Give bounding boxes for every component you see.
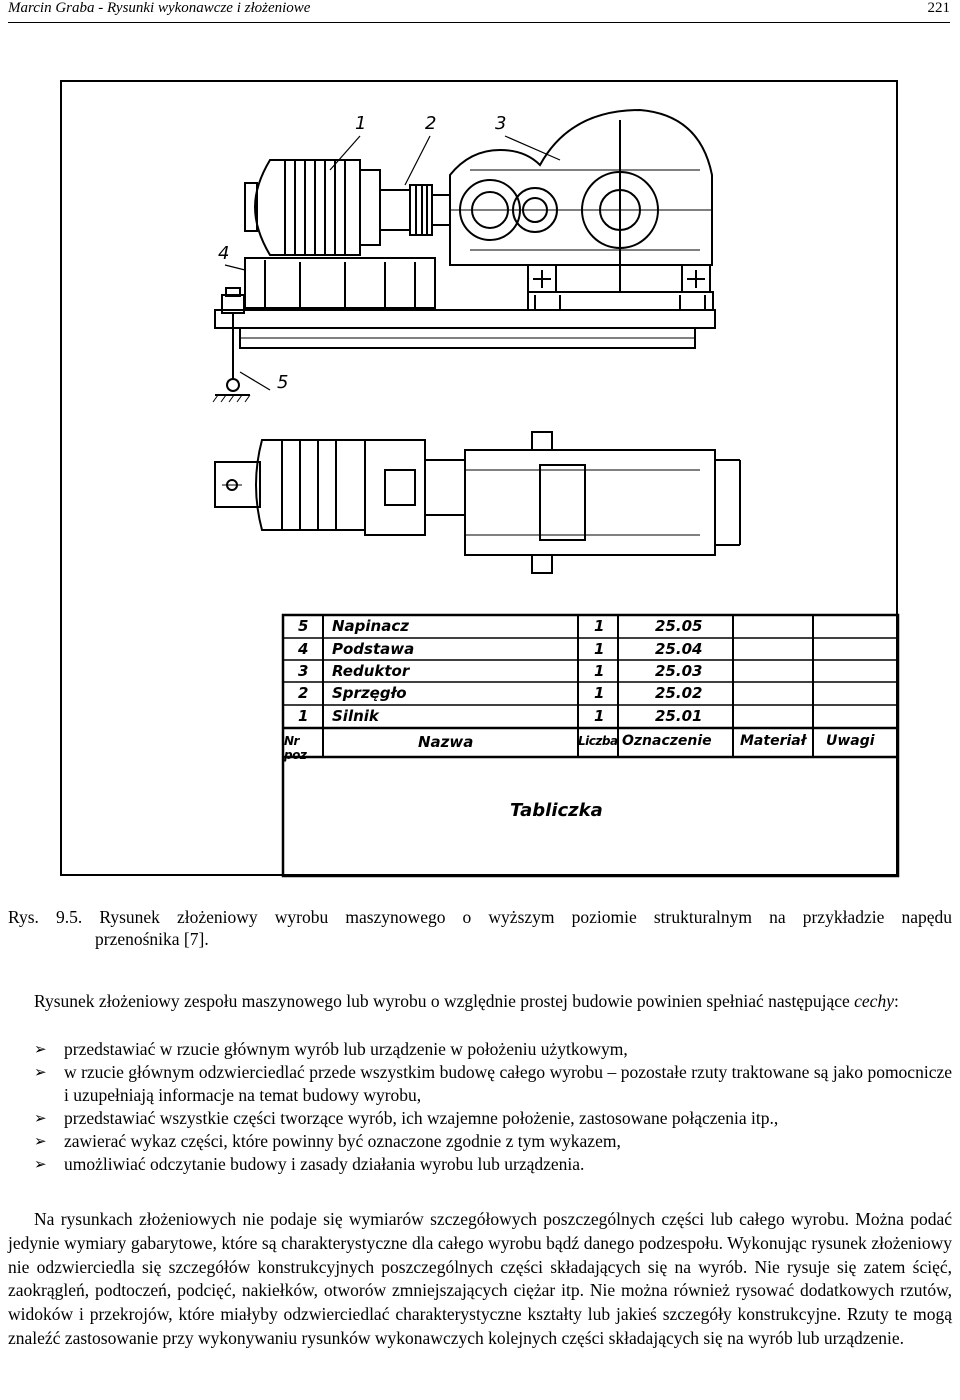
arrow-bullet-icon: ➢: [34, 1040, 47, 1058]
arrow-bullet-icon: ➢: [34, 1155, 47, 1173]
callout-4: 4: [218, 243, 230, 264]
caption-line-1: Rys. 9.5. Rysunek złożeniowy wyrobu masz…: [8, 907, 952, 927]
table-row-nazwa: Reduktor: [332, 662, 410, 680]
table-row-nr: 2: [298, 684, 309, 702]
arrow-bullet-icon: ➢: [34, 1109, 47, 1127]
intro-emphasis: cechy: [854, 991, 894, 1011]
table-row-oznaczenie: 25.03: [655, 662, 703, 680]
base-frame: [214, 257, 716, 349]
top-view: [214, 431, 741, 574]
page-number: 221: [927, 0, 951, 16]
table-row-nazwa: Sprzęgło: [332, 684, 407, 702]
list-item: ➢przedstawiać w rzucie głównym wyrób lub…: [34, 1039, 628, 1059]
callout-5: 5: [277, 372, 289, 393]
table-row-nr: 1: [298, 707, 309, 725]
intro-tail: :: [893, 991, 899, 1011]
figure-caption: Rys. 9.5. Rysunek złożeniowy wyrobu masz…: [8, 906, 952, 950]
callout-2: 2: [425, 113, 437, 134]
header-nr-poz: Nr poz: [284, 734, 307, 762]
intro-paragraph: Rysunek złożeniowy zespołu maszynowego l…: [8, 990, 952, 1013]
list-item: ➢umożliwiać odczytanie budowy i zasady d…: [34, 1154, 585, 1174]
list-item: ➢w rzucie głównym odzwierciedlać przede …: [34, 1062, 952, 1105]
arrow-bullet-icon: ➢: [34, 1132, 47, 1150]
header-oznaczenie: Oznaczenie: [622, 733, 712, 749]
tensioner: [212, 287, 251, 403]
page-header: Marcin Graba - Rysunki wykonawcze i złoż…: [8, 0, 950, 22]
arrow-bullet-icon: ➢: [34, 1063, 47, 1081]
table-row-nazwa: Napinacz: [332, 617, 409, 635]
callout-leaders: [224, 135, 561, 391]
header-rule: [8, 22, 950, 23]
list-item: ➢zawierać wykaz części, które powinny by…: [34, 1131, 621, 1151]
motor: [244, 159, 411, 256]
callout-3: 3: [495, 113, 507, 134]
table-row-oznaczenie: 25.01: [655, 707, 703, 725]
requirements-list: ➢przedstawiać w rzucie głównym wyrób lub…: [34, 1038, 952, 1176]
table-row-nazwa: Podstawa: [332, 640, 415, 658]
list-item: ➢przedstawiać wszystkie części tworzące …: [34, 1108, 779, 1128]
header-nazwa: Nazwa: [418, 733, 474, 751]
table-row-nr: 4: [298, 640, 309, 658]
table-row-liczba: 1: [594, 662, 605, 680]
table-row-liczba: 1: [594, 707, 605, 725]
table-row-oznaczenie: 25.05: [655, 617, 703, 635]
gearbox: [449, 108, 713, 293]
header-title: Marcin Graba - Rysunki wykonawcze i złoż…: [8, 0, 311, 16]
table-row-oznaczenie: 25.02: [655, 684, 703, 702]
table-row-nazwa: Silnik: [332, 707, 379, 725]
header-liczba: Liczba: [578, 734, 618, 748]
header-uwagi: Uwagi: [826, 733, 875, 749]
callout-1: 1: [355, 113, 367, 134]
table-row-liczba: 1: [594, 640, 605, 658]
table-row-oznaczenie: 25.04: [655, 640, 703, 658]
assembly-drawing: [212, 108, 741, 574]
body-paragraph: Na rysunkach złożeniowych nie podaje się…: [8, 1209, 952, 1348]
front-view: [212, 108, 716, 403]
intro-text: Rysunek złożeniowy zespołu maszynowego l…: [34, 991, 855, 1011]
table-row-nr: 3: [298, 662, 309, 680]
title-block-label: Tabliczka: [510, 800, 603, 821]
table-row-liczba: 1: [594, 684, 605, 702]
table-row-nr: 5: [298, 617, 309, 635]
caption-line-2: przenośnika [7].: [95, 929, 209, 949]
table-row-liczba: 1: [594, 617, 605, 635]
parts-table-grid: [281, 613, 900, 878]
header-material: Materiał: [740, 733, 806, 749]
